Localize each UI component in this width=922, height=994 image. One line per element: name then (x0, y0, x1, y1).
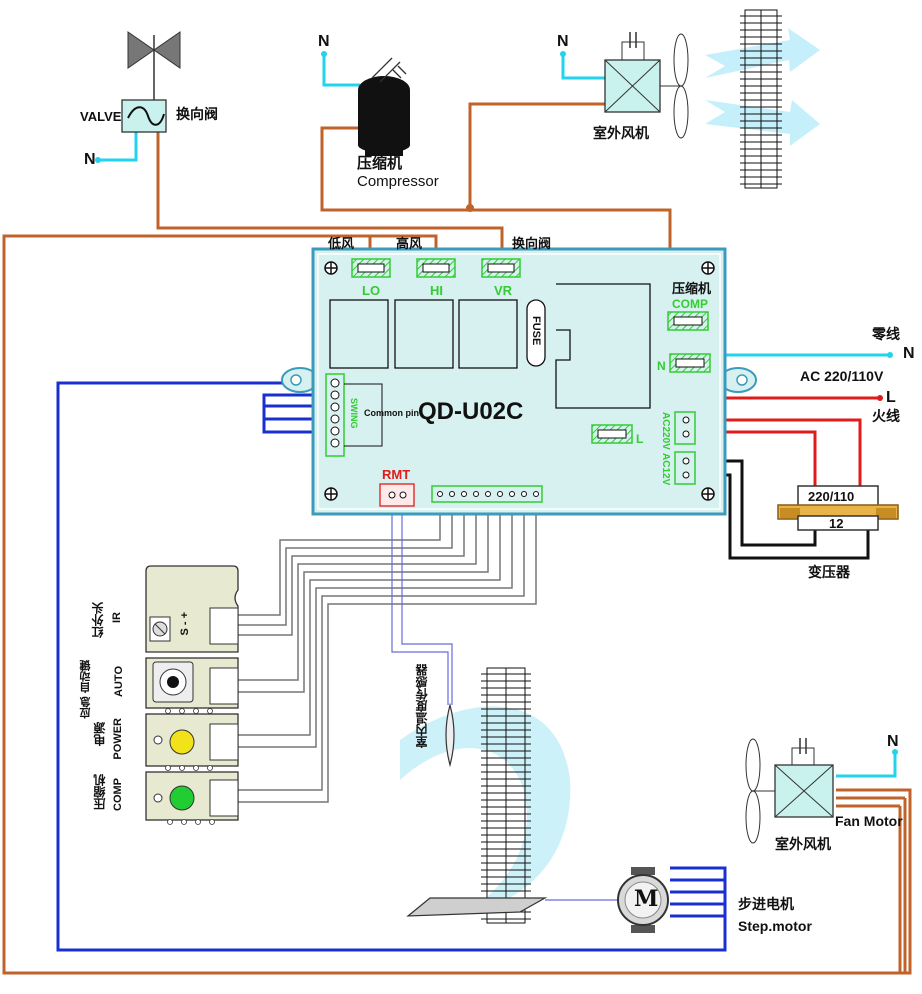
swing-label: SWING (349, 398, 359, 429)
stepper-motor (617, 867, 669, 933)
control-board (281, 247, 757, 516)
terminal-vr-label: VR (494, 283, 513, 298)
live-terminal (877, 395, 883, 401)
ir-label-en: IR (111, 612, 123, 623)
ir-pins-label: S - + (179, 612, 191, 636)
neutral-label-cn: 零线 (872, 327, 900, 343)
neutral-wires (98, 54, 897, 778)
fan-motor-label-en: Fan Motor (835, 813, 903, 829)
transformer-secondary-label: 12 (829, 516, 844, 531)
live-label-cn: 火线 (872, 409, 900, 425)
terminal-ac12v-label: AC12V (660, 453, 671, 486)
indoor-evaporator-fins (481, 667, 531, 924)
valve-label-en: VALVE (80, 109, 122, 124)
fan-motor-label-cn: 室外风机 (775, 837, 831, 853)
compressor-label-cn: 压缩机 (357, 154, 403, 172)
fuse (526, 299, 546, 367)
step-motor-label-cn: 步进电机 (738, 897, 794, 913)
stepper-motor-letter: M (634, 886, 659, 912)
compressor-terminal-label: 压缩机 (672, 282, 712, 297)
indoor-temp-sensor-label: 室内温度传感器 (415, 664, 429, 748)
power-label-en: POWER (112, 718, 124, 760)
orange-junction (466, 204, 474, 212)
ac-supply-label: AC 220/110V (800, 368, 884, 384)
terminal-pins (330, 378, 690, 497)
orange-wires (2, 102, 912, 975)
valve-label-cn: 换向阀 (176, 107, 218, 123)
terminal-n-label: N (657, 359, 666, 373)
transformer-label-cn: 变压器 (808, 565, 850, 581)
board-terminals (325, 258, 711, 503)
board-screws (324, 261, 715, 501)
reversing-valve-terminal-label: 换向阀 (512, 237, 552, 252)
common-pin-bracket (344, 383, 383, 447)
compressor-neutral-label: N (318, 33, 330, 50)
ir-label-cn: 红外头 (91, 602, 105, 638)
rmt-label: RMT (382, 467, 411, 482)
terminal-ac220v-label: AC220V (660, 412, 671, 450)
transformer (777, 485, 899, 531)
compressor (358, 57, 410, 156)
rmt-sensor-wire (391, 508, 620, 901)
terminal-lo-label: LO (362, 283, 381, 298)
outdoor-fan-label-cn: 室外风机 (593, 126, 649, 142)
swing-louver (406, 897, 548, 917)
neutral-terminals (95, 51, 898, 755)
temperature-sensor-probe (445, 702, 455, 768)
outdoor-airflow (705, 28, 820, 146)
auto-label-en: AUTO (113, 666, 125, 697)
outdoor-fan-top (604, 32, 689, 139)
high-wind-label: 高风 (396, 237, 423, 252)
step-motor-label-en: Step.motor (738, 918, 812, 934)
rmt-connector (379, 483, 415, 507)
panel-wires (238, 500, 537, 803)
low-wind-label: 低风 (328, 237, 355, 252)
comp-label-cn: 压缩机 (93, 774, 107, 810)
terminal-comp-label: COMP (672, 297, 708, 311)
power-label-cn: 电源 (93, 722, 107, 746)
fan-motor-bottom (745, 738, 834, 844)
neutral-label-n: N (903, 345, 915, 362)
transformer-primary-label: 220/110 (808, 489, 855, 504)
indoor-airflow (400, 706, 571, 910)
common-pin-label: Common pin (364, 408, 419, 418)
board-model-label: QD-U02C (418, 398, 524, 425)
auto-label-cn: 应急 自动键 (79, 660, 92, 719)
compressor-label-en: Compressor (357, 173, 439, 190)
valve-neutral-label: N (84, 151, 96, 168)
fuse-label: FUSE (530, 316, 542, 346)
outdoor-fan-neutral-label: N (557, 33, 569, 50)
outdoor-condenser-fins (740, 9, 782, 189)
reversing-valve (121, 31, 181, 133)
relays (329, 283, 651, 409)
front-panel (145, 565, 239, 825)
terminal-l-label: L (636, 432, 644, 446)
live-label-l: L (886, 389, 896, 406)
comp-label-en: COMP (112, 778, 124, 811)
terminal-hi-label: HI (430, 283, 443, 298)
fan-motor-neutral-label: N (887, 733, 899, 750)
